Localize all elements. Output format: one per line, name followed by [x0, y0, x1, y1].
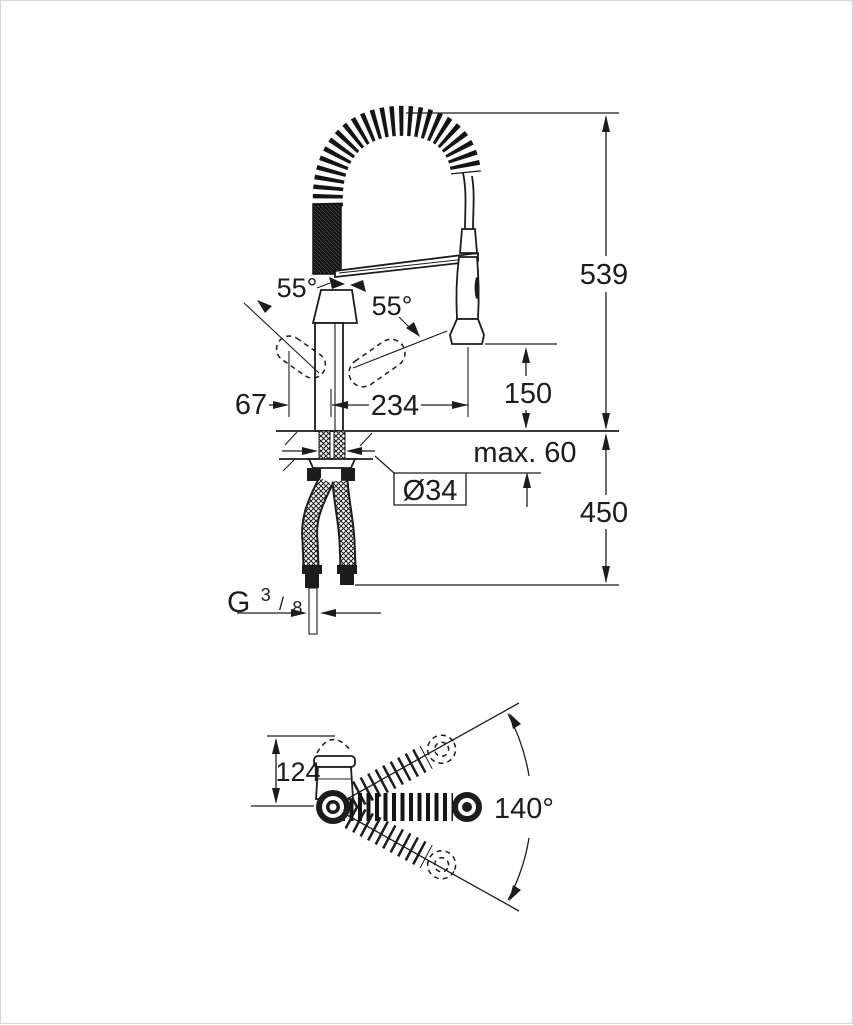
swing-arm-edge [338, 257, 476, 274]
dim-150-arrow-bottom [522, 413, 530, 429]
hatch-tick-3 [282, 459, 295, 472]
handle-cap [311, 289, 359, 324]
dim-539-arrow-bottom [602, 413, 610, 430]
spray-collar [459, 228, 478, 254]
spray-button [474, 277, 480, 299]
bar-angle-wedge-a [329, 277, 345, 289]
angle-leader-top [316, 282, 331, 289]
dim-max60-arrow [523, 472, 531, 488]
pivot-rings [316, 790, 350, 824]
mounting-nut-right [341, 468, 355, 481]
dim-450-arrow-bottom [602, 566, 610, 583]
dim-450-label: 450 [580, 497, 628, 529]
dim-450-arrow-top [602, 433, 610, 450]
spray-hose [462, 172, 475, 230]
swivel-arc-bottom [507, 837, 530, 901]
angle-ref-left [243, 302, 320, 374]
coil-end-ring-inner [462, 802, 472, 812]
mounting-shank-right [333, 430, 346, 460]
swivel-boundary-top [346, 702, 520, 800]
supply-hose-right [333, 480, 355, 568]
mounting-flange [307, 458, 357, 469]
angle-arrow-left [257, 300, 272, 313]
dim-67-arrow [273, 401, 289, 409]
dim-150-label: 150 [504, 378, 552, 410]
dim-dia34-label: Ø34 [403, 475, 458, 507]
dim-g38-label: G 3 / 8 [227, 575, 302, 619]
top-view: 124 140° [251, 702, 554, 912]
angle-ref-right [352, 330, 448, 369]
angle-left-label: 55° [277, 273, 318, 303]
dim-234-arrow-left [332, 401, 348, 409]
angle-right-label: 55° [372, 291, 413, 321]
dim-dia34-leader [374, 455, 395, 474]
dim-g38-arrow-right [320, 609, 336, 617]
lever-right-dashed [348, 338, 406, 388]
dim-539-arrow-top [602, 115, 610, 132]
dim-124-arrow-bottom [272, 788, 280, 804]
dim-67-label: 67 [235, 389, 267, 421]
swivel-angle-label: 140° [494, 793, 554, 825]
dim-234-label: 234 [371, 390, 419, 422]
thread-slash: / [279, 594, 284, 614]
hatch-tick-2 [359, 432, 373, 447]
supply-hose-left [303, 478, 332, 568]
angle-arrow-right [406, 322, 420, 337]
swivel-arrow-top [509, 713, 521, 729]
dim-124-label: 124 [275, 757, 320, 787]
dim-dia34-arrow-left [302, 447, 318, 455]
mounting-nut-left [307, 468, 321, 481]
dim-dia34-arrow-right [346, 447, 362, 455]
mounting-shank-left [318, 430, 331, 460]
body-top-view [315, 766, 354, 800]
hose-fitting-right [337, 565, 357, 585]
swivel-arrow-bottom [509, 885, 521, 901]
thread-prefix: G [227, 586, 250, 619]
dim-234-arrow-right [452, 401, 468, 409]
lever-left-dashed [275, 335, 327, 379]
dim-539-label: 539 [580, 259, 628, 291]
spray-flare [449, 318, 485, 345]
thread-numerator: 3 [261, 585, 271, 605]
dim-max60-label: max. 60 [473, 437, 576, 469]
handle-top-view-arc [316, 738, 352, 754]
spring-mast [312, 203, 342, 275]
side-view: 55° 55° 53 [227, 105, 628, 635]
hose-fitting-left [302, 565, 322, 588]
swivel-arc-top [507, 713, 530, 777]
swivel-boundary-bottom [346, 814, 520, 912]
thread-denominator: 8 [292, 598, 302, 618]
connection-tube [308, 587, 318, 635]
coil-swung-down [344, 804, 457, 880]
dim-g38-arrow-left [291, 609, 307, 617]
hatch-tick-1 [284, 431, 298, 446]
coil-spout [312, 105, 481, 208]
coil-swung-up [344, 734, 457, 810]
faucet-body [314, 322, 344, 432]
dim-150-arrow-top [522, 347, 530, 363]
dim-dia34-box [393, 472, 541, 506]
bar-angle-wedge-b [350, 280, 366, 292]
dim-124-arrow-top [272, 738, 280, 754]
